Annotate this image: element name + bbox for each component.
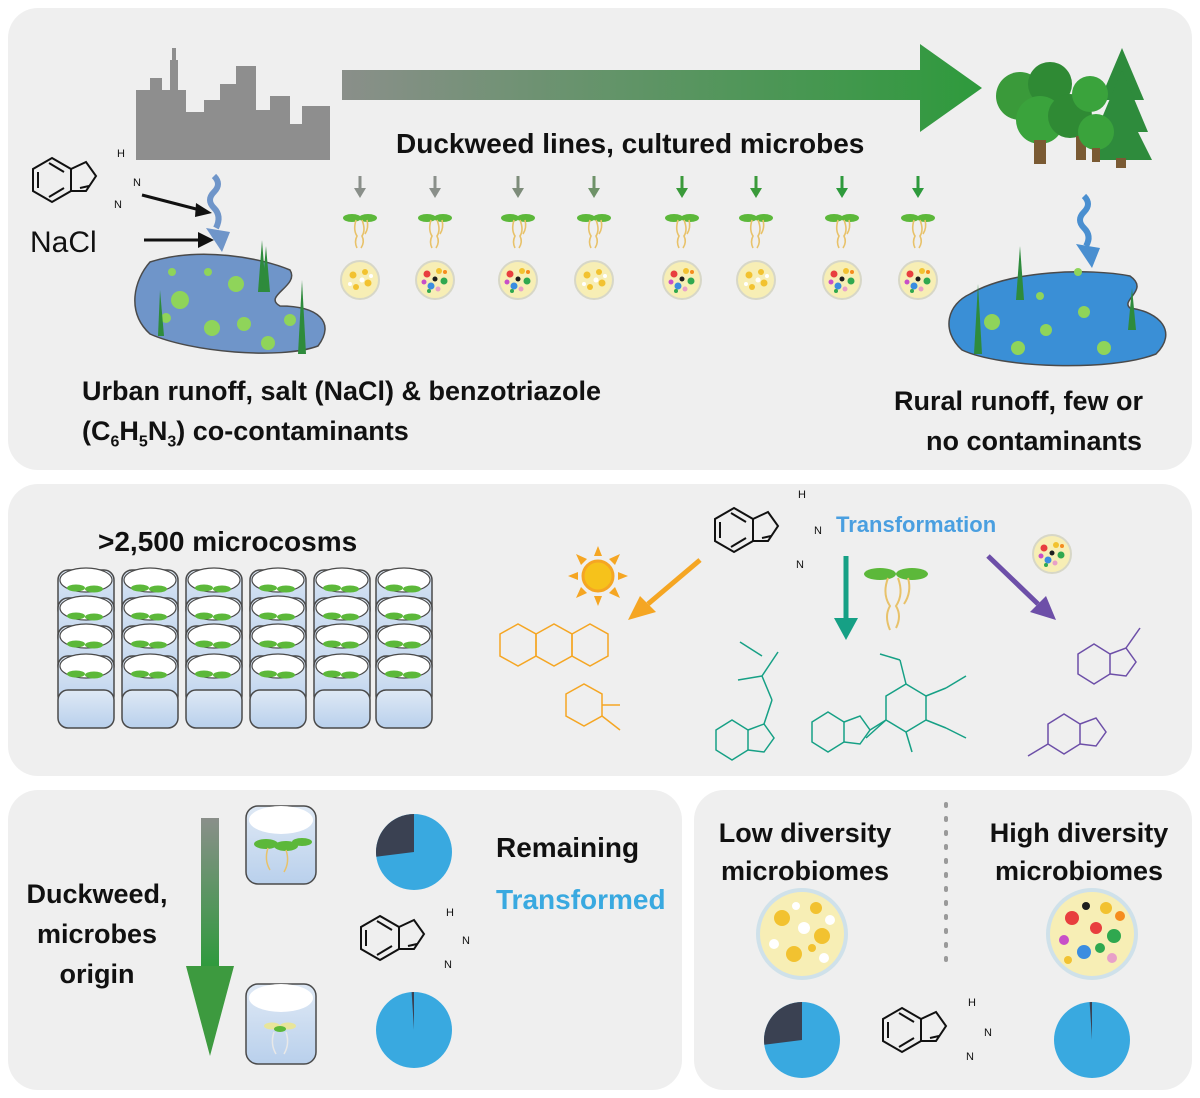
pie-high-diversity bbox=[1054, 1002, 1130, 1078]
n-label-bl-2: N bbox=[444, 959, 452, 971]
city-skyline-icon bbox=[136, 48, 330, 160]
microcosm-title: >2,500 microcosms bbox=[98, 526, 358, 557]
origin-gradient-arrow-shaft bbox=[201, 818, 219, 968]
microcosm-jar-grid bbox=[57, 567, 433, 729]
rural-caption-line2: no contaminants bbox=[926, 426, 1143, 456]
photolysis-arrow bbox=[628, 596, 656, 620]
benzotriazole-structure-bottom-left bbox=[360, 915, 425, 961]
benzotriazole-structure-top bbox=[32, 157, 97, 203]
microbial-metabolite-structures bbox=[1027, 627, 1141, 757]
nh-label: H bbox=[117, 148, 125, 160]
input-arrows bbox=[141, 193, 214, 248]
origin-label: Duckweed, microbes origin bbox=[26, 879, 168, 989]
petri-high-diversity-large bbox=[1046, 888, 1138, 980]
duckweed-line-8 bbox=[898, 176, 938, 300]
nacl-label: NaCl bbox=[30, 226, 97, 259]
transformation-label: Transformation bbox=[836, 512, 997, 537]
plant-metabolite-structures bbox=[715, 641, 967, 761]
duckweed-line-2 bbox=[415, 176, 455, 300]
sun-icon bbox=[568, 546, 628, 606]
microbe-culture-middle-icon bbox=[1032, 534, 1072, 574]
n-label-mid-2: N bbox=[796, 559, 804, 571]
duckweed-middle-icon bbox=[864, 568, 928, 631]
urban-to-rural-arrow bbox=[342, 44, 982, 132]
duckweed-line-1 bbox=[340, 176, 380, 300]
legend-transformed: Transformed bbox=[496, 884, 666, 915]
panel-origin bbox=[8, 790, 682, 1090]
nh-label-br: H bbox=[968, 997, 976, 1009]
jar-upper bbox=[245, 805, 317, 885]
high-diversity-label: High diversity microbiomes bbox=[989, 818, 1169, 886]
legend-remaining: Remaining bbox=[496, 832, 640, 863]
urban-runoff-flow-icon bbox=[207, 173, 222, 230]
forest-icon bbox=[996, 48, 1152, 168]
photoproduct-structures bbox=[499, 623, 621, 731]
plant-transformation-arrow bbox=[834, 618, 858, 640]
duckweed-line-4 bbox=[574, 176, 614, 300]
duckweed-line-5 bbox=[662, 176, 702, 300]
pie-lower-origin bbox=[376, 992, 452, 1068]
rural-caption-line1: Rural runoff, few or bbox=[894, 386, 1143, 416]
pie-remaining-slice bbox=[764, 1002, 802, 1045]
pie-remaining-slice bbox=[376, 814, 414, 857]
pie-low-diversity bbox=[764, 1002, 840, 1078]
n-label-mid-1: N bbox=[814, 525, 822, 537]
urban-caption-line1: Urban runoff, salt (NaCl) & benzotriazol… bbox=[82, 376, 602, 406]
pie-upper-origin bbox=[376, 814, 452, 890]
nh-label-mid: H bbox=[798, 489, 806, 501]
petri-low-diversity-large bbox=[756, 888, 848, 980]
center-title: Duckweed lines, cultured microbes bbox=[396, 128, 865, 159]
n-label-1: N bbox=[133, 177, 141, 189]
pie-remaining-slice bbox=[1089, 1002, 1092, 1040]
nh-label-bl: H bbox=[446, 907, 454, 919]
duckweed-line-6 bbox=[736, 176, 776, 300]
origin-gradient-arrow-head bbox=[186, 966, 234, 1056]
n-label-2: N bbox=[114, 199, 122, 211]
rural-pond bbox=[948, 246, 1167, 367]
duckweed-line-3 bbox=[498, 176, 538, 300]
duckweed-lines-row bbox=[340, 176, 938, 300]
urban-caption-line2: (C6H5N3) co-contaminants bbox=[82, 416, 409, 451]
microbial-transformation-arrow bbox=[1030, 596, 1056, 620]
rural-runoff-flow-icon bbox=[1077, 193, 1092, 248]
benzotriazole-structure-bottom-right bbox=[882, 1007, 947, 1053]
duckweed-line-7 bbox=[822, 176, 862, 300]
n-label-br-1: N bbox=[984, 1027, 992, 1039]
pie-remaining-slice bbox=[411, 992, 414, 1030]
n-label-bl-1: N bbox=[462, 935, 470, 947]
n-label-br-2: N bbox=[966, 1051, 974, 1063]
low-diversity-label: Low diversity microbiomes bbox=[718, 818, 892, 886]
benzotriazole-structure-middle bbox=[714, 507, 779, 553]
jar-lower bbox=[245, 983, 317, 1065]
urban-pond bbox=[134, 240, 326, 354]
